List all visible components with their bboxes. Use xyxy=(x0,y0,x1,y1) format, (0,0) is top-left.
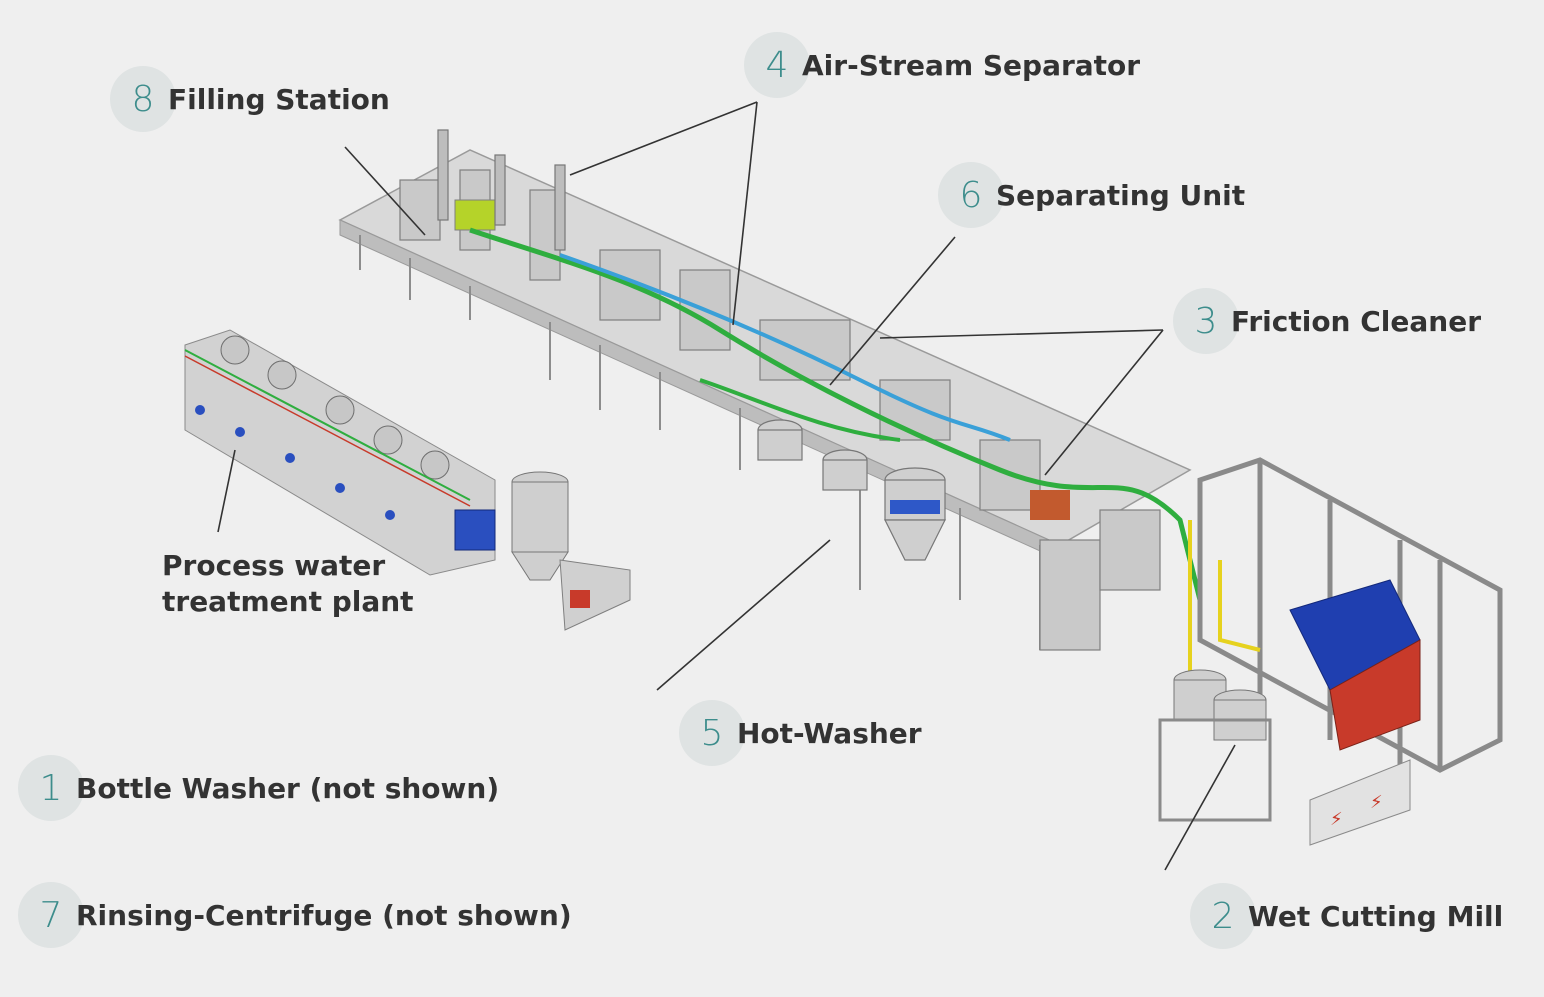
label-friction-cleaner: 3 Friction Cleaner xyxy=(1173,288,1481,354)
label-number: 5 xyxy=(679,700,745,766)
label-rinsing-centrifuge: 7 Rinsing-Centrifuge (not shown) xyxy=(18,882,572,948)
label-text: Rinsing-Centrifuge (not shown) xyxy=(76,898,572,932)
label-hot-washer: 5 Hot-Washer xyxy=(679,700,922,766)
label-number: 8 xyxy=(110,66,176,132)
water-treatment-plant xyxy=(184,329,631,631)
main-line xyxy=(338,129,1203,651)
svg-text:⚡: ⚡ xyxy=(1370,792,1383,813)
label-wet-cutting-mill: 2 Wet Cutting Mill xyxy=(1190,883,1503,949)
label-water-treatment-line1: Process water xyxy=(162,549,386,582)
label-text: Filling Station xyxy=(168,82,390,116)
label-water-treatment: Process water treatment plant xyxy=(162,548,414,620)
label-separating-unit: 6 Separating Unit xyxy=(938,162,1245,228)
label-number: 7 xyxy=(18,882,84,948)
label-number: 6 xyxy=(938,162,1004,228)
label-text: Wet Cutting Mill xyxy=(1248,899,1504,933)
label-number: 1 xyxy=(18,755,84,821)
label-air-stream-separator: 4 Air-Stream Separator xyxy=(744,32,1140,98)
label-number: 4 xyxy=(744,32,810,98)
label-number: 2 xyxy=(1190,883,1256,949)
leader-lines xyxy=(217,101,1236,871)
label-text: Separating Unit xyxy=(996,178,1246,212)
wet-cutting-mill-frame: ⚡ ⚡ xyxy=(1158,457,1503,846)
label-water-treatment-line2: treatment plant xyxy=(162,585,414,618)
label-filling-station: 8 Filling Station xyxy=(110,66,390,132)
label-text: Air-Stream Separator xyxy=(802,48,1141,82)
label-text: Hot-Washer xyxy=(737,716,922,750)
svg-text:⚡: ⚡ xyxy=(1330,809,1343,830)
label-text: Friction Cleaner xyxy=(1231,304,1482,338)
label-number: 3 xyxy=(1173,288,1239,354)
label-bottle-washer: 1 Bottle Washer (not shown) xyxy=(18,755,499,821)
label-text: Bottle Washer (not shown) xyxy=(76,771,500,805)
